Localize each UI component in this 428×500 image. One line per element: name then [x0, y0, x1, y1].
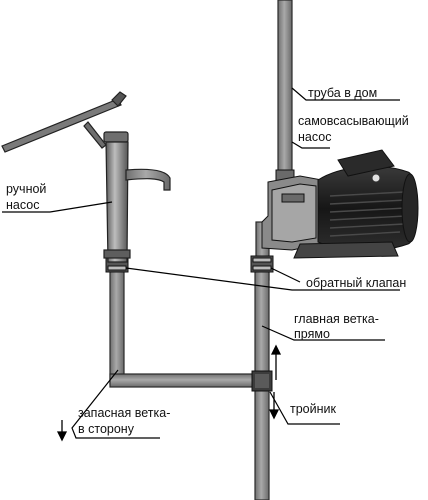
tee-fitting [251, 370, 273, 392]
hand-pump-barrel [105, 141, 129, 263]
label-pipe-to-house: труба в дом [308, 86, 378, 100]
label-spare-branch-2: в сторону [78, 422, 134, 436]
label-self-priming-pump-2: насос [298, 130, 332, 144]
hand-pump-lever [1, 98, 122, 153]
label-hand-pump-1: ручной [6, 182, 47, 196]
leader-hand-pump [2, 201, 113, 213]
leader-main-branch [261, 325, 385, 341]
flow-arrows [56, 344, 282, 442]
house-pipe [277, 0, 293, 179]
leader-spare-branch [71, 369, 160, 439]
leader-self-priming-pump [291, 141, 330, 149]
hand-pump [1, 91, 171, 263]
label-check-valve: обратный клапан [306, 276, 407, 290]
hand-pump-riser [109, 261, 125, 385]
label-spare-branch-1: запасная ветка- [78, 406, 171, 420]
leader-check-valve-2 [270, 267, 301, 283]
hand-pump-spout [125, 168, 171, 191]
arrow-down-tee [268, 392, 280, 420]
leader-lines [2, 87, 400, 439]
label-main-branch-1: главная ветка- [294, 312, 379, 326]
leader-check-valve [125, 267, 400, 291]
arrow-up-main [270, 344, 282, 380]
pipe-network [109, 0, 293, 500]
self-priming-pump [261, 149, 419, 259]
label-self-priming-pump-1: самовсасывающий [298, 114, 409, 128]
spare-branch-pipe [109, 373, 261, 388]
label-hand-pump-2: насос [6, 198, 40, 212]
leader-pipe-to-house [291, 87, 400, 101]
arrow-spare-branch [56, 420, 68, 442]
label-tee: тройник [290, 402, 336, 416]
label-main-branch-2: прямо [294, 327, 330, 341]
check-valve-right [250, 255, 274, 273]
leader-tee [269, 391, 340, 425]
